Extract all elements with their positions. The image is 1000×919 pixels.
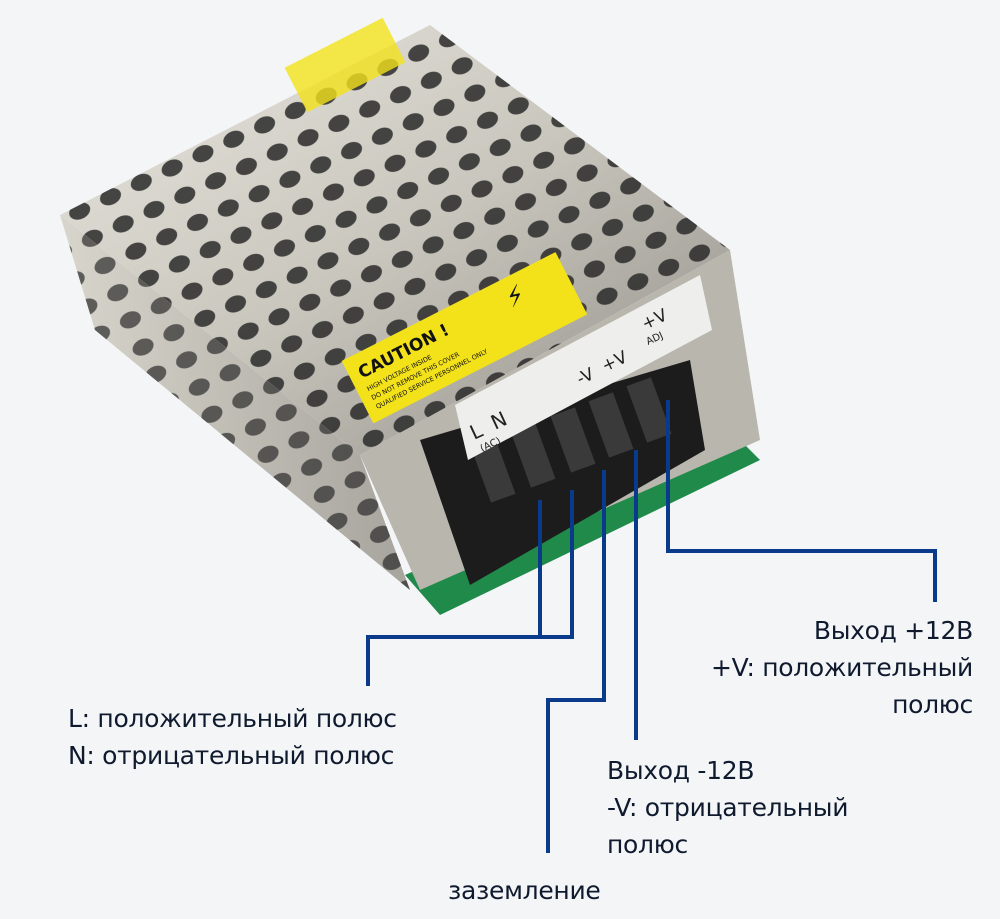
ground-label: заземление bbox=[448, 872, 601, 909]
ground-text: заземление bbox=[448, 876, 601, 905]
leader-line-plus bbox=[666, 400, 937, 602]
terminal-minus-v-label: -V bbox=[574, 364, 598, 389]
ln-terminal-label: L: положительный полюс N: отрицательный … bbox=[68, 700, 397, 774]
leader-line-ln bbox=[366, 490, 574, 686]
plus-output-title: Выход +12В bbox=[813, 616, 973, 645]
minus-output-desc-cont: полюс bbox=[607, 830, 688, 859]
minus-output-title: Выход -12В bbox=[607, 756, 755, 785]
terminal-label-strip bbox=[455, 275, 712, 460]
minus-output-label: Выход -12В -V: отрицательный полюс bbox=[607, 752, 849, 863]
leader-line-ground bbox=[546, 470, 606, 853]
power-supply-image: L N (AC) -V +V +V ADJ CAUTION ! HIGH VOL… bbox=[60, 17, 760, 615]
plus-output-label: Выход +12В +V: положительный полюс bbox=[711, 612, 973, 723]
top-sticker bbox=[284, 17, 406, 113]
l-description: L: положительный полюс bbox=[68, 704, 397, 733]
plus-output-desc: +V: положительный bbox=[711, 653, 973, 682]
minus-output-desc: -V: отрицательный bbox=[607, 793, 849, 822]
leader-lines bbox=[366, 400, 937, 853]
n-description: N: отрицательный полюс bbox=[68, 741, 395, 770]
terminal-block bbox=[420, 360, 705, 585]
plus-output-desc-cont: полюс bbox=[892, 690, 973, 719]
